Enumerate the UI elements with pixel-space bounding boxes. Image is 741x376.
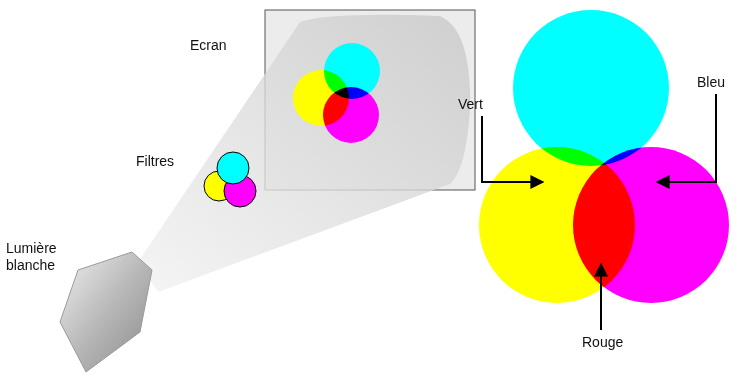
light-source (60, 252, 152, 372)
label-text: Rouge (582, 334, 642, 351)
label-text: Ecran (190, 37, 250, 54)
label-text: Vert (458, 96, 508, 113)
cyan-filter (217, 152, 249, 184)
light-beam (138, 15, 470, 292)
pointer-arrow (600, 264, 602, 330)
label-text: Bleu (697, 74, 737, 91)
large-mix (479, 10, 729, 303)
pointer-arrow (657, 94, 716, 182)
screen-mix (293, 43, 380, 143)
cyan-disc (513, 10, 669, 166)
label-text: Filtres (136, 153, 196, 170)
label-text: Lumière blanche (6, 240, 86, 274)
magenta-spot (323, 87, 379, 143)
pointer-arrow (482, 116, 543, 182)
magenta-disc (573, 147, 729, 303)
